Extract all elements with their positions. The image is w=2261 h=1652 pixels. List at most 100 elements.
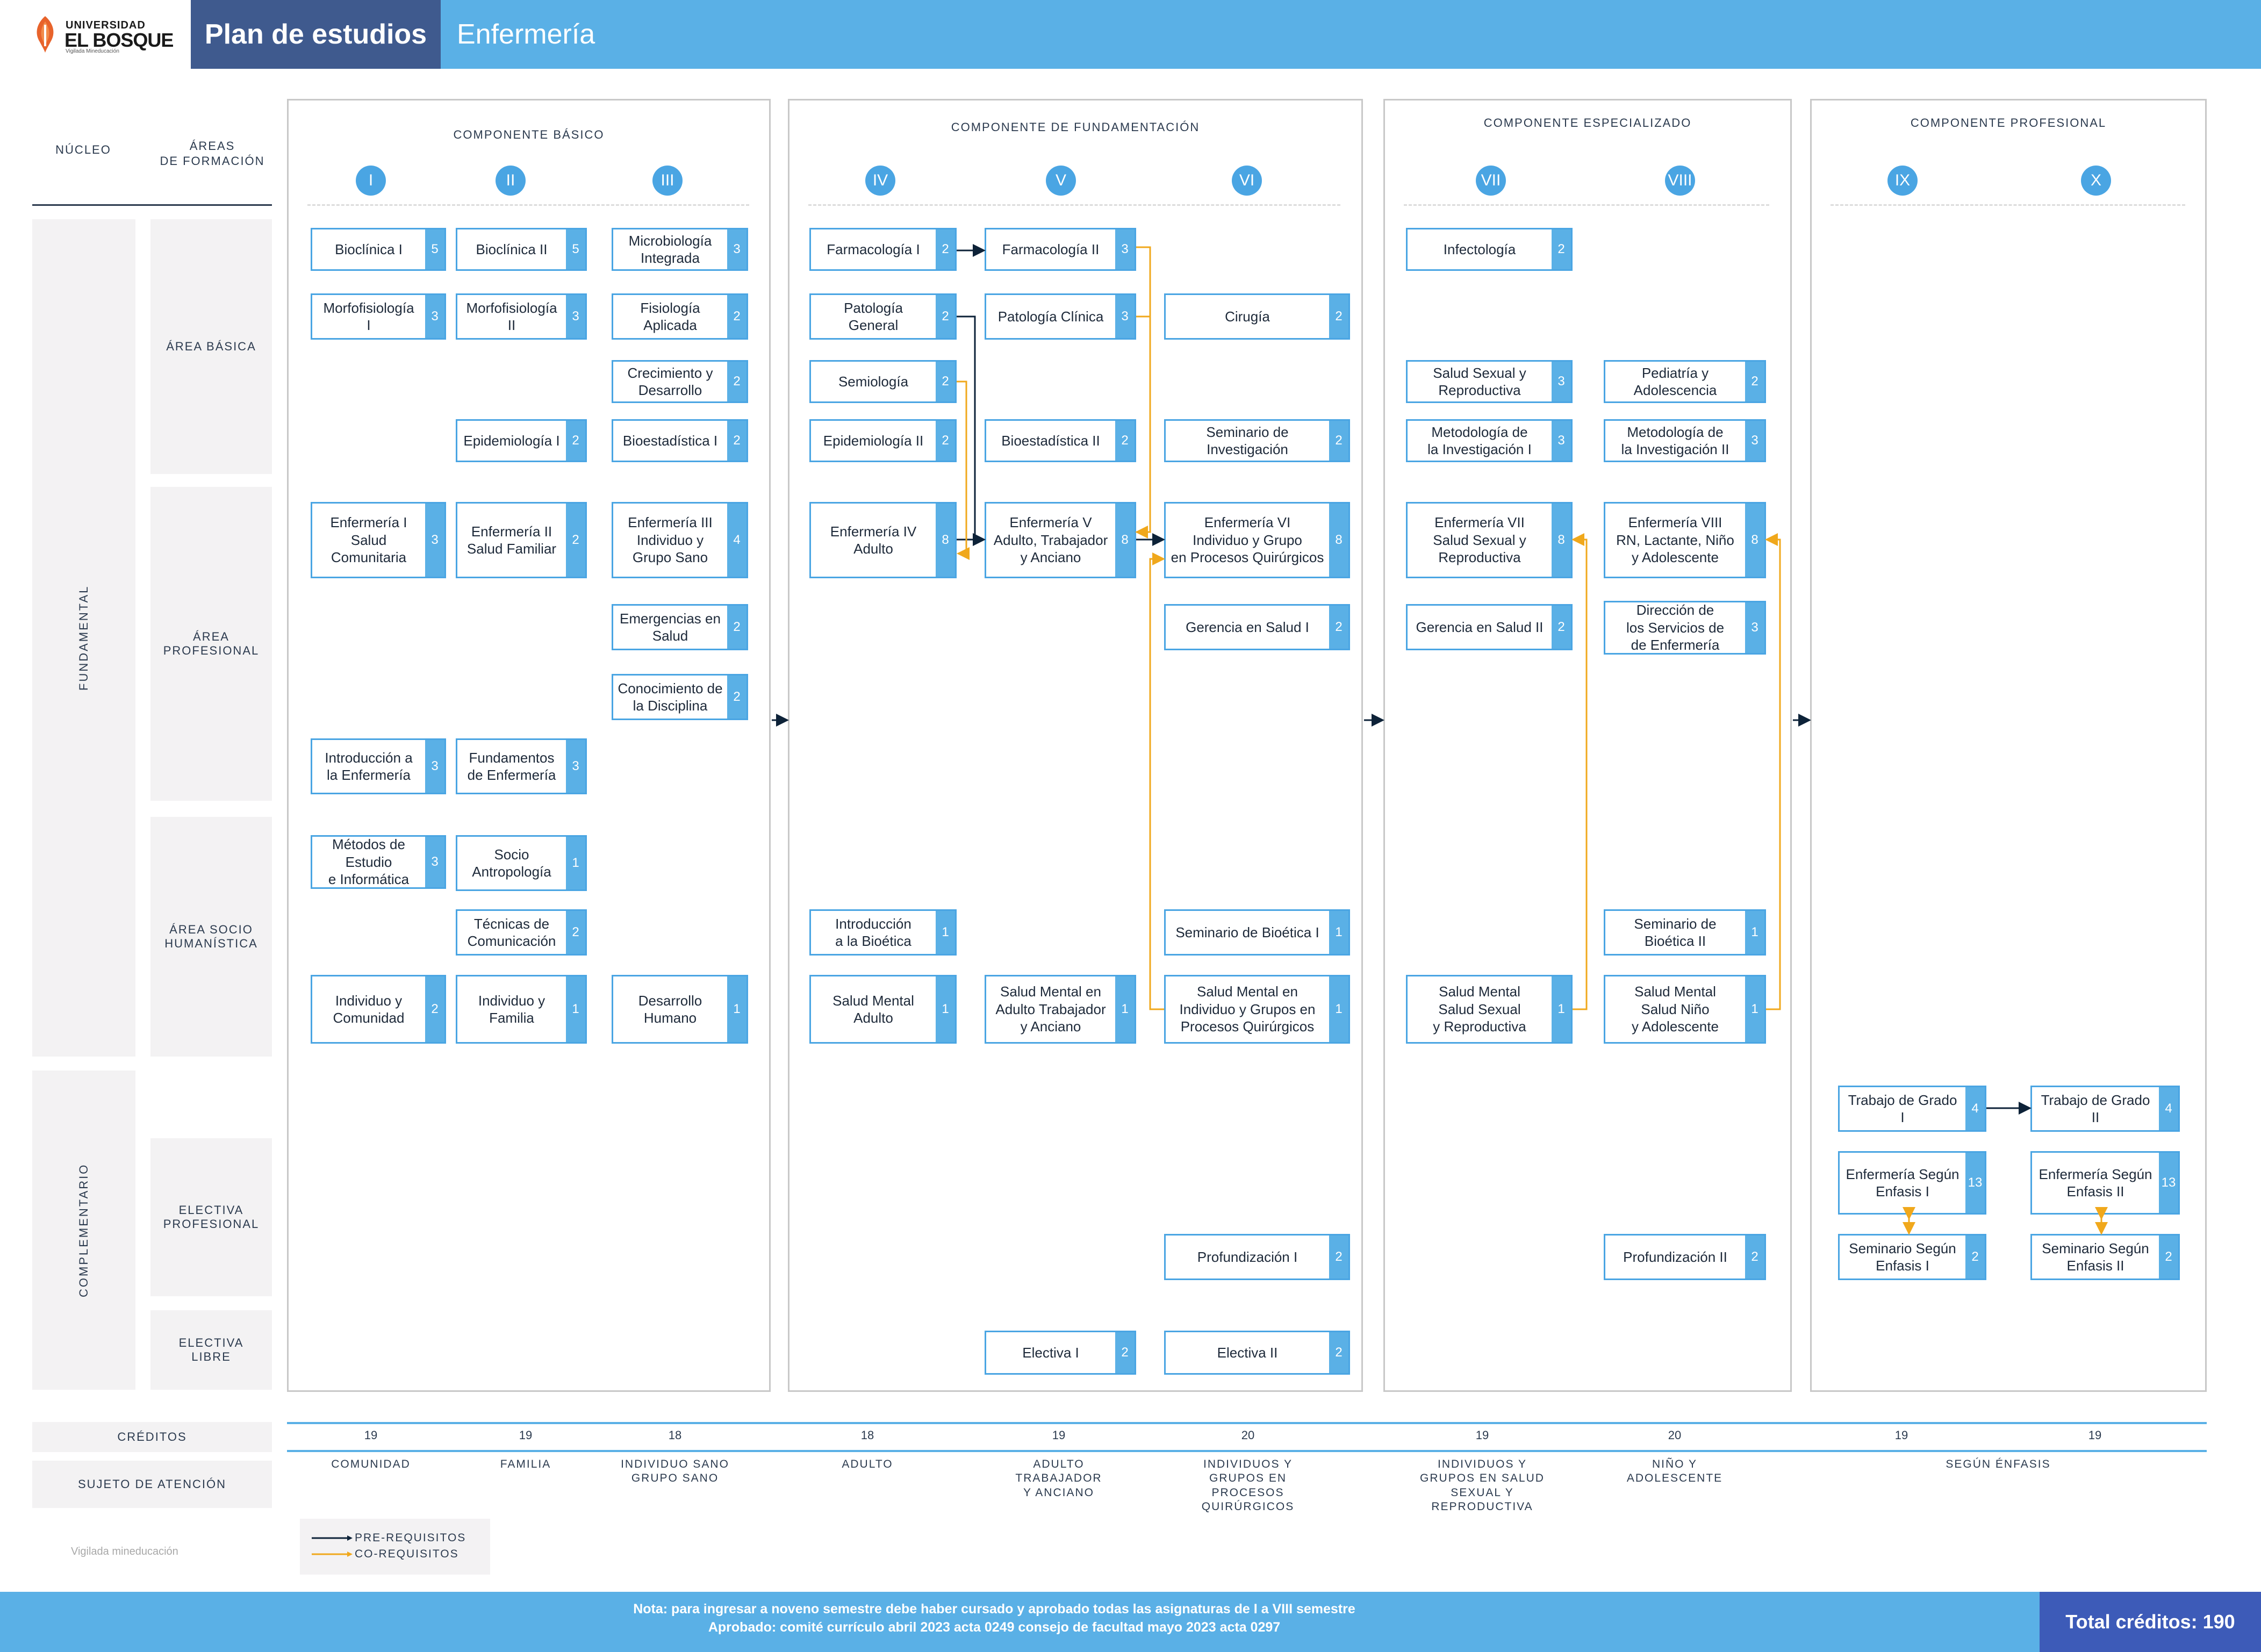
course-credits: 3	[1745, 421, 1764, 461]
footer-note-line1: Nota: para ingresar a noveno semestre de…	[633, 1601, 1355, 1617]
title-box: Plan de estudios	[191, 0, 441, 69]
course-name: Electiva II	[1217, 1344, 1278, 1361]
areas-header: ÁREAS DE FORMACIÓN	[160, 139, 265, 168]
course-credits: 1	[1745, 911, 1764, 954]
course-credits: 3	[1115, 229, 1135, 269]
course-box[interactable]: Enfermería VIII RN, Lactante, Niño y Ado…	[1604, 502, 1766, 578]
course-box[interactable]: Salud Mental Salud Sexual y Reproductiva…	[1406, 975, 1573, 1044]
course-box[interactable]: Bioestadística I 2	[612, 419, 748, 462]
course-credits: 2	[727, 421, 747, 461]
course-box[interactable]: Enfermería VI Individuo y Grupo en Proce…	[1164, 502, 1350, 578]
course-name: Individuo y Comunidad	[333, 992, 405, 1026]
course-name: Epidemiología II	[823, 432, 924, 449]
course-box[interactable]: Salud Mental en Individuo y Grupos en Pr…	[1164, 975, 1350, 1044]
componente-profesional-title: COMPONENTE PROFESIONAL	[1910, 116, 2107, 130]
semester-badge: V	[1046, 166, 1076, 196]
course-name: Métodos de Estudio e Informática	[328, 836, 410, 888]
course-box[interactable]: Enfermería VII Salud Sexual y Reproducti…	[1406, 502, 1573, 578]
course-box[interactable]: Salud Mental en Adulto Trabajador y Anci…	[985, 975, 1136, 1044]
course-credits: 2	[936, 295, 955, 338]
course-box[interactable]: Enfermería V Adulto, Trabajador y Ancian…	[985, 502, 1136, 578]
course-name: Salud Mental en Adulto Trabajador y Anci…	[995, 983, 1106, 1035]
course-credits: 3	[425, 837, 444, 887]
course-name: Microbiología Integrada	[628, 232, 712, 267]
course-credits: 13	[1965, 1153, 1985, 1213]
course-box[interactable]: Métodos de Estudio e Informática 3	[311, 835, 446, 889]
sujeto-label: SUJETO DE ATENCIÓN	[32, 1461, 272, 1508]
course-name: Bioestadística II	[1001, 432, 1100, 449]
course-credits: 1	[566, 976, 585, 1042]
course-credits: 2	[2159, 1236, 2178, 1278]
course-name: Morfofisiología II	[466, 299, 557, 334]
panel-componente-fundamentacion	[788, 99, 1363, 1392]
course-credits: 1	[936, 911, 955, 954]
legend: PRE-REQUISITOS CO-REQUISITOS	[300, 1519, 490, 1575]
course-name: Bioestadística I	[622, 432, 718, 449]
sujeto-value: NIÑO Y ADOLESCENTE	[1626, 1458, 1723, 1485]
semester-divider	[1404, 204, 1769, 206]
panel-componente-especializado	[1383, 99, 1792, 1392]
course-name: Seminario Según Enfasis I	[1849, 1240, 1956, 1274]
course-name: Crecimiento y Desarrollo	[627, 364, 713, 399]
course-box[interactable]: Dirección de los Servicios de de Enferme…	[1604, 601, 1766, 655]
electiva-libre: ELECTIVA LIBRE	[150, 1310, 272, 1390]
course-name: Bioclínica II	[476, 241, 548, 257]
course-credits: 5	[425, 229, 444, 269]
course-name: Enfermería V Adulto, Trabajador y Ancian…	[993, 514, 1108, 566]
credit-total: 19	[1475, 1428, 1489, 1442]
credit-total: 19	[364, 1428, 378, 1442]
